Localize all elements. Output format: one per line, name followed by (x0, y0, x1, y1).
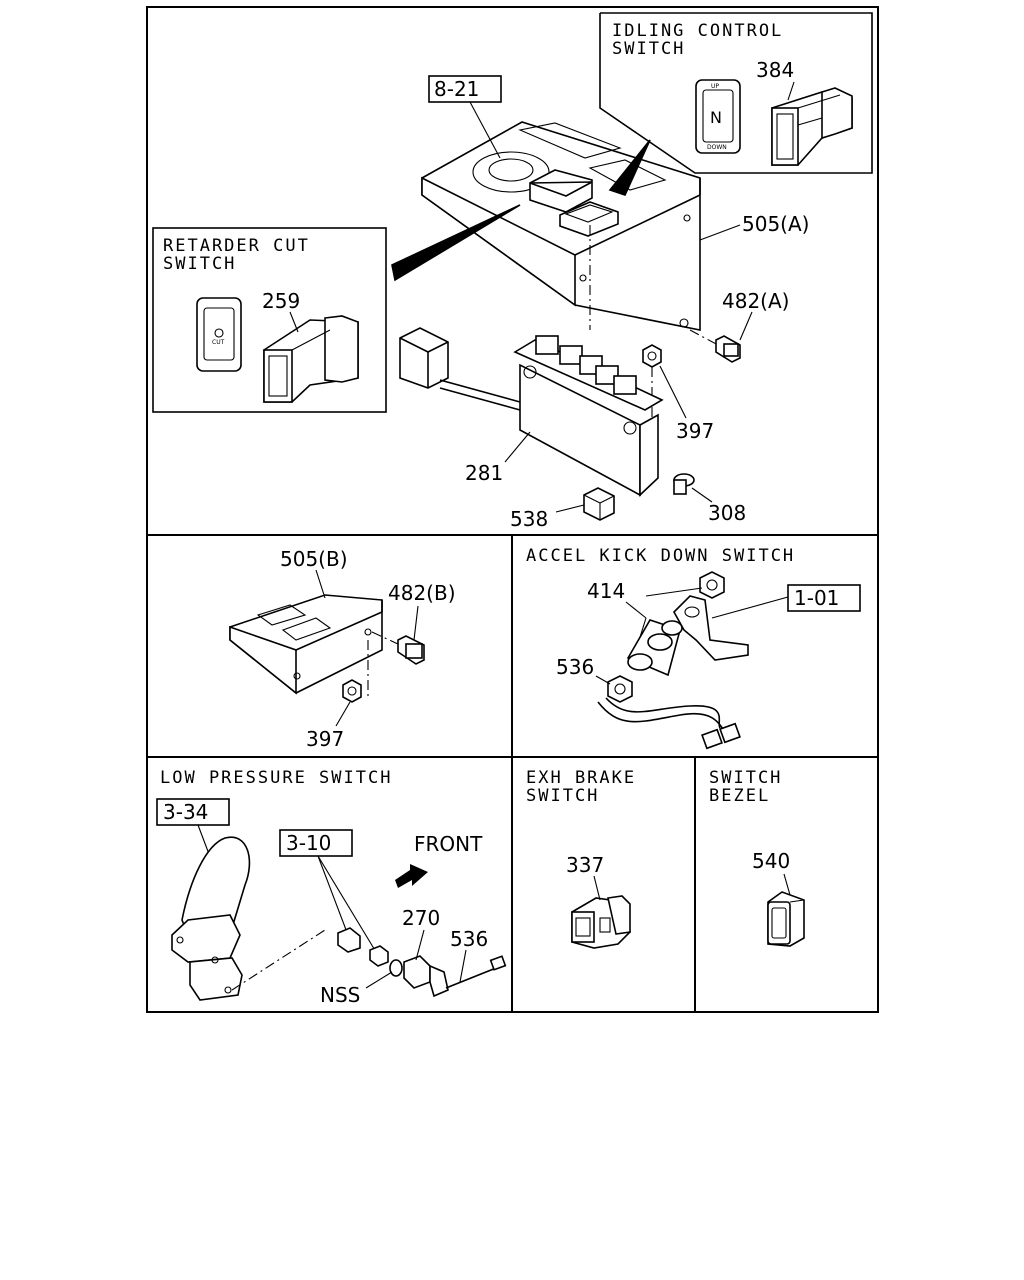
callout-397a: 397 (676, 419, 714, 443)
part-505a-console (391, 121, 701, 331)
idling-title-line2: SWITCH (612, 39, 685, 59)
callout-482a: 482(A) (722, 289, 789, 313)
retarder-cut-inset: RETARDER CUT SWITCH CUT 259 (152, 227, 387, 413)
callout-536b: 536 (450, 927, 488, 951)
callout-box-1-01 (787, 584, 861, 612)
switch-face-n: N (710, 108, 722, 127)
retarder-title-line2: SWITCH (163, 254, 236, 274)
lowpressure-title: LOW PRESSURE SWITCH (160, 768, 392, 788)
switch-face-cut: CUT (212, 339, 225, 346)
part-334-pedal-valve (171, 836, 251, 1001)
callout-box-8-21 (428, 75, 502, 103)
callout-259: 259 (262, 289, 300, 313)
callout-1-01: 1-01 (794, 586, 839, 610)
bezel-title-line2: BEZEL (709, 786, 770, 806)
idling-control-inset: IDLING CONTROL SWITCH UP N DOWN 384 (599, 12, 873, 174)
callout-540: 540 (752, 849, 790, 873)
callout-8-21: 8-21 (434, 77, 479, 101)
callout-397b: 397 (306, 727, 344, 751)
part-337-switch (571, 895, 631, 949)
callout-414: 414 (587, 579, 625, 603)
callout-270: 270 (402, 906, 440, 930)
callout-3-34: 3-34 (163, 800, 208, 824)
part-538-relay (583, 487, 615, 521)
front-arrow-icon (395, 864, 428, 888)
part-397b-nut (342, 679, 362, 703)
part-310-fittings (337, 927, 389, 967)
part-482b-bolt (397, 635, 425, 665)
part-281-controller (513, 335, 664, 497)
kickdown-switch-body (626, 619, 683, 677)
exh-title-line2: SWITCH (526, 786, 599, 806)
pointer-wedge (608, 139, 651, 196)
callout-337: 337 (566, 853, 604, 877)
callout-536a: 536 (556, 655, 594, 679)
accel-title: ACCEL KICK DOWN SWITCH (526, 546, 795, 566)
part-536a-connector (607, 675, 633, 703)
diagram-frame (146, 6, 879, 1013)
callout-281: 281 (465, 461, 503, 485)
part-536b-wire (445, 955, 507, 989)
bezel-title-line1: SWITCH (709, 768, 782, 788)
callout-nss: NSS (320, 983, 360, 1007)
kickdown-harness (597, 697, 741, 750)
callout-505b: 505(B) (280, 547, 348, 571)
part-101-bracket (673, 595, 749, 661)
part-540-bezel (767, 891, 805, 947)
part-384-switch (771, 87, 853, 166)
switch-face-down: DOWN (707, 144, 727, 151)
part-259-switch (263, 315, 359, 403)
callout-box-3-10 (279, 829, 353, 857)
exh-title-line1: EXH BRAKE (526, 768, 636, 788)
callout-505a: 505(A) (742, 212, 809, 236)
front-label: FRONT (414, 832, 483, 856)
retarder-switch-face (196, 297, 242, 372)
callout-box-3-34 (156, 798, 230, 826)
callout-384: 384 (756, 58, 794, 82)
retarder-pointer-wedge (391, 204, 521, 282)
retarder-title-line1: RETARDER CUT (163, 236, 310, 256)
idling-switch-face (695, 79, 741, 154)
part-505b-panel (229, 594, 401, 700)
callout-538: 538 (510, 507, 548, 531)
callout-308: 308 (708, 501, 746, 525)
part-270-switch (389, 955, 449, 998)
console-switch-a (529, 169, 593, 213)
part-308-bolt (673, 473, 695, 495)
callout-3-10: 3-10 (286, 831, 331, 855)
console-switch-b (559, 201, 619, 237)
part-414-nut (699, 571, 725, 599)
part-482a-bolt (689, 329, 741, 363)
callout-482b: 482(B) (388, 581, 456, 605)
idling-title-line1: IDLING CONTROL (612, 21, 783, 41)
part-281-harness (399, 327, 521, 411)
switch-face-up: UP (711, 83, 719, 90)
